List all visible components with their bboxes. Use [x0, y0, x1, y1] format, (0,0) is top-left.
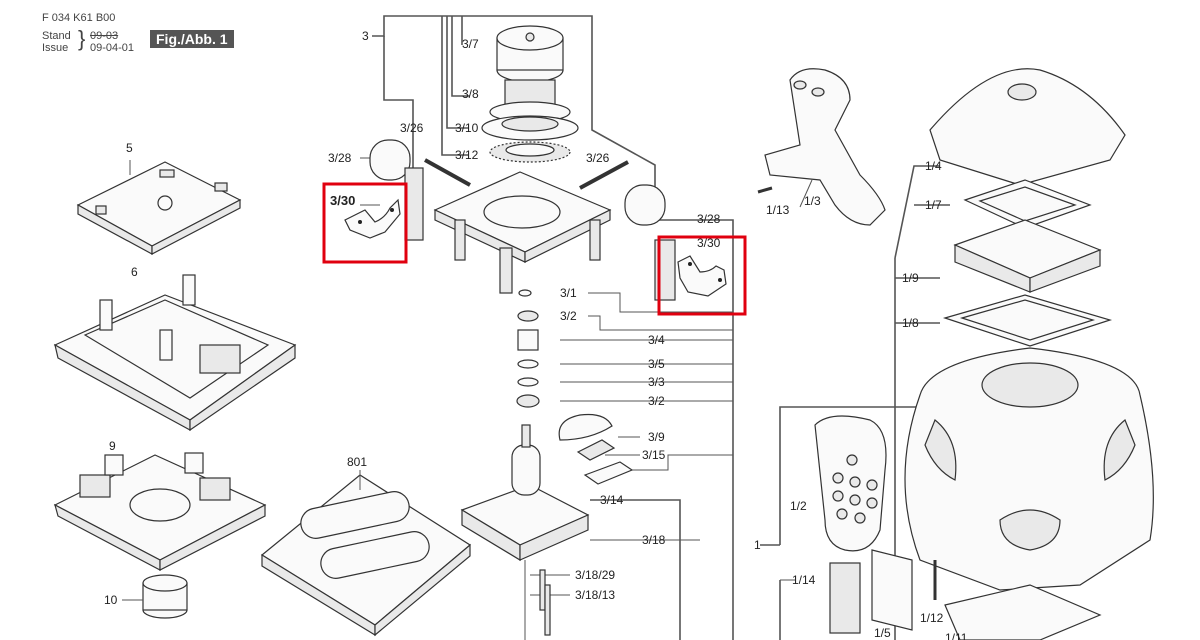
part-1-8-gasket [942, 294, 1113, 347]
label-3-30-left: 3/30 [330, 193, 355, 208]
part-6-housing [53, 274, 297, 432]
assembly-3-leader-lines [360, 15, 734, 640]
label-3-30-right: 3/30 [697, 236, 721, 250]
label-1-9: 1/9 [902, 271, 919, 285]
stand-brace: } [78, 26, 86, 51]
issue-value: 09-04-01 [90, 42, 135, 54]
label-3-18: 3/18 [642, 533, 666, 547]
label-3-28-left: 3/28 [328, 151, 352, 165]
part-5-circuit-plate [76, 160, 242, 256]
highlight-box-left-3-30 [322, 182, 408, 264]
part-3-30-right-bracket [677, 255, 727, 297]
part-3-28-left-motor [369, 139, 424, 241]
part-3-15-switch [576, 439, 616, 461]
part-1-5-lens [871, 549, 913, 631]
part-3-10-ring [481, 115, 579, 141]
label-3-28-right: 3/28 [697, 212, 721, 226]
part-3-7-top-cap [496, 25, 564, 83]
part-3-26-rods [424, 158, 629, 190]
part-1-13-handle [757, 68, 886, 226]
label-3-9: 3/9 [648, 430, 665, 444]
part-3-28-right-motor [624, 184, 676, 301]
label-1-7: 1/7 [925, 198, 942, 212]
stand-label: Stand [42, 30, 71, 42]
part-1-7-frame [963, 179, 1092, 229]
label-10: 10 [104, 593, 118, 607]
part-1-2-keypad [814, 415, 887, 552]
label-1: 1 [754, 538, 761, 552]
part-3-30-left-bracket [344, 198, 401, 239]
part-9-base-frame [53, 452, 267, 571]
label-801: 801 [347, 455, 367, 469]
label-3-5: 3/5 [648, 357, 665, 371]
label-1-3: 1/3 [804, 194, 821, 208]
part-1-housing [904, 347, 1154, 591]
label-1-2: 1/2 [790, 499, 807, 513]
label-3: 3 [362, 29, 369, 43]
label-3-2-lower: 3/2 [648, 394, 665, 408]
part-3-14-board [583, 461, 634, 485]
part-3-9-belt [558, 413, 613, 441]
label-3-8: 3/8 [462, 87, 479, 101]
stand-value: 09-03 [90, 30, 119, 42]
label-3-26-left: 3/26 [400, 121, 424, 135]
label-3-4: 3/4 [648, 333, 665, 347]
part-3-stack [516, 289, 540, 408]
label-3-18-13: 3/18/13 [575, 588, 615, 602]
highlight-box-right-3-30 [657, 235, 747, 316]
part-3-18-pins [524, 560, 551, 640]
label-1-13: 1/13 [766, 203, 790, 217]
label-1-4: 1/4 [925, 159, 942, 173]
label-1-14: 1/14 [792, 573, 816, 587]
label-3-1: 3/1 [560, 286, 577, 300]
label-1-8: 1/8 [902, 316, 919, 330]
label-9: 9 [109, 439, 116, 453]
label-3-14: 3/14 [600, 493, 624, 507]
label-5: 5 [126, 141, 133, 155]
part-1-11-board [944, 584, 1102, 640]
label-3-26-right: 3/26 [586, 151, 610, 165]
part-801-battery-pack [260, 470, 472, 637]
label-3-18-29: 3/18/29 [575, 568, 615, 582]
label-1-11: 1/11 [945, 631, 968, 640]
label-3-3: 3/3 [648, 375, 665, 389]
label-3-15: 3/15 [642, 448, 666, 462]
label-6: 6 [131, 265, 138, 279]
label-3-12: 3/12 [455, 148, 479, 162]
doc-code: F 034 K61 B00 [42, 12, 116, 24]
part-3-18-motor-board [460, 424, 590, 562]
label-1-12: 1/12 [920, 611, 944, 625]
label-3-10: 3/10 [455, 121, 479, 135]
label-1-5: 1/5 [874, 626, 891, 640]
issue-label: Issue [42, 42, 69, 54]
part-10-knob [122, 574, 188, 619]
figure-label: Fig./Abb. 1 [150, 30, 234, 48]
part-3-chassis [433, 171, 612, 294]
part-1-4-top-cover [929, 68, 1126, 205]
label-3-2-upper: 3/2 [560, 309, 577, 323]
part-3-12-gear [489, 141, 571, 163]
label-3-7: 3/7 [462, 37, 479, 51]
part-labels: 3 3/7 3/8 3/10 3/12 3/26 3/26 3/28 3/28 … [104, 29, 968, 640]
part-1-9-filter [953, 219, 1102, 293]
part-1-14-strip [829, 562, 861, 634]
